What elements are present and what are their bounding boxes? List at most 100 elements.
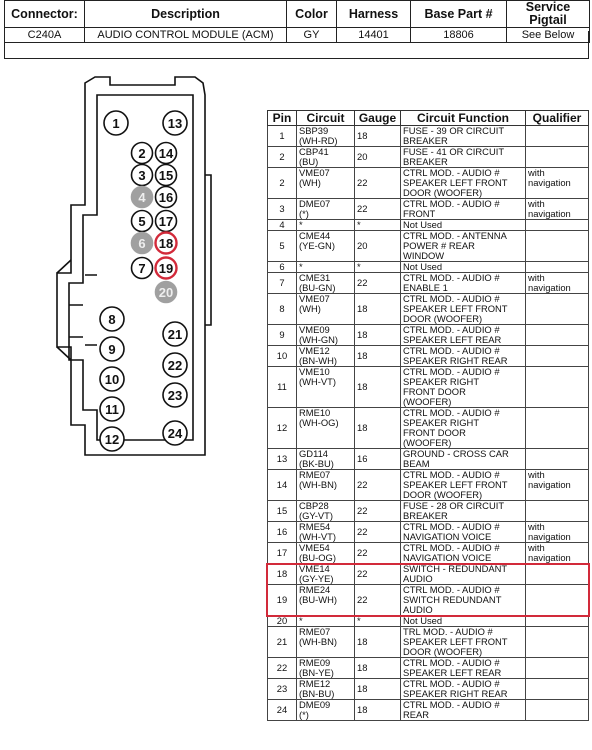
cell-gauge: 20 (354, 146, 401, 168)
cell-pin: 2 (267, 146, 297, 168)
connector-id: C240A (4, 27, 85, 43)
pin-circle (99, 366, 125, 392)
pin-number-label: 4 (138, 190, 146, 205)
cell-pin: 24 (267, 699, 297, 721)
pin-number-label: 23 (168, 388, 182, 403)
col-gauge: Gauge (354, 110, 401, 126)
cell-function: CTRL MOD. - AUDIO #NAVIGATION VOICE (400, 521, 526, 543)
cell-gauge: * (354, 219, 401, 231)
cell-pin: 13 (267, 448, 297, 470)
pin-circle (99, 306, 125, 332)
cell-circuit: VME12(BN-WH) (296, 345, 355, 367)
pin-number-label: 13 (168, 116, 182, 131)
pin-circle (130, 231, 154, 255)
cell-circuit: * (296, 615, 355, 627)
cell-pin: 17 (267, 542, 297, 564)
cell-pin: 2 (267, 167, 297, 199)
cell-gauge: 18 (354, 125, 401, 147)
cell-gauge: 18 (354, 345, 401, 367)
cell-qualifier (525, 261, 589, 273)
pin-table-header: Pin Circuit Gauge Circuit Function Quali… (267, 110, 589, 126)
pin-number-label: 16 (159, 190, 173, 205)
cell-function: CTRL MOD. - AUDIO #ENABLE 1 (400, 272, 526, 294)
header-connector: Connector: (4, 0, 85, 28)
pin-number-label: 11 (105, 402, 119, 417)
pin-1: 1 (103, 110, 129, 136)
cell-function: Not Used (400, 261, 526, 273)
pin-number-label: 21 (168, 327, 182, 342)
cell-qualifier (525, 699, 589, 721)
col-qualifier: Qualifier (525, 110, 589, 126)
cell-gauge: * (354, 261, 401, 273)
pin-number-label: 22 (168, 358, 182, 373)
pin-10: 10 (99, 366, 125, 392)
header-description: Description (84, 0, 287, 28)
cell-circuit: CBP28(GY-VT) (296, 500, 355, 522)
cell-circuit: DME07(*) (296, 198, 355, 220)
cell-pin: 20 (267, 615, 297, 627)
pin-circle (154, 280, 178, 304)
pin-number-label: 2 (138, 146, 145, 161)
cell-qualifier (525, 366, 589, 408)
cell-gauge: 18 (354, 626, 401, 658)
pin-number-label: 5 (138, 214, 145, 229)
cell-gauge: 22 (354, 500, 401, 522)
pin-22: 22 (162, 352, 188, 378)
pin-number-label: 7 (138, 261, 145, 276)
pin-number-label: 18 (159, 236, 173, 251)
cell-qualifier (525, 626, 589, 658)
cell-qualifier (525, 407, 589, 449)
pin-number-label: 19 (159, 261, 173, 276)
pin-number-label: 8 (108, 312, 115, 327)
cell-pin: 5 (267, 230, 297, 262)
connector-description: AUDIO CONTROL MODULE (ACM) (84, 27, 287, 43)
pin-circle (99, 336, 125, 362)
cell-pin: 14 (267, 469, 297, 501)
cell-qualifier (525, 448, 589, 470)
pin-number-label: 1 (112, 116, 119, 131)
pin-circle (130, 141, 154, 165)
cell-gauge: 16 (354, 448, 401, 470)
cell-gauge: 18 (354, 366, 401, 408)
cell-pin: 12 (267, 407, 297, 449)
cell-qualifier (525, 230, 589, 262)
connector-base-part: 18806 (410, 27, 507, 43)
cell-circuit: CME31(BU-GN) (296, 272, 355, 294)
pin-8: 8 (99, 306, 125, 332)
cell-gauge: 18 (354, 293, 401, 325)
pin-circle (99, 426, 125, 452)
cell-circuit: RME09(BN-YE) (296, 657, 355, 679)
header-notes-box (4, 31, 589, 59)
cell-function: CTRL MOD. - AUDIO #NAVIGATION VOICE (400, 542, 526, 564)
pin-circle (162, 382, 188, 408)
col-circuit: Circuit (296, 110, 355, 126)
cell-pin: 9 (267, 324, 297, 346)
cell-pin: 4 (267, 219, 297, 231)
cell-qualifier (525, 615, 589, 627)
cell-circuit: * (296, 219, 355, 231)
cell-qualifier (525, 500, 589, 522)
cell-circuit: VME07(WH) (296, 167, 355, 199)
cell-gauge: 22 (354, 167, 401, 199)
pin-4: 4 (130, 185, 154, 209)
cell-pin: 23 (267, 678, 297, 700)
